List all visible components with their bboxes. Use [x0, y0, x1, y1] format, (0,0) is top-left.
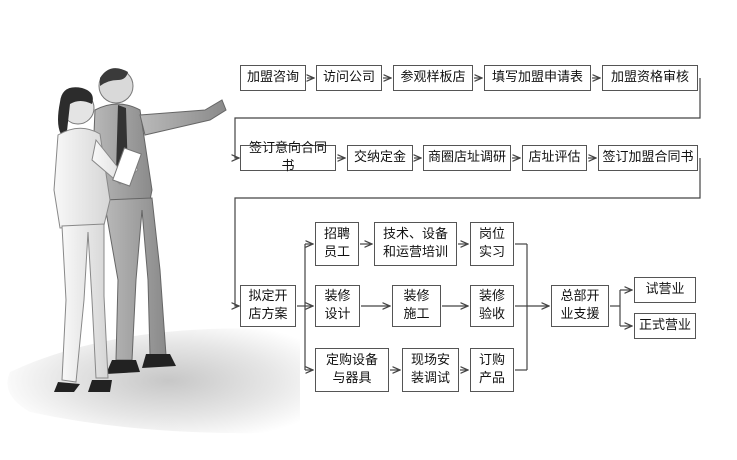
step-qualification-review: 加盟资格审核	[602, 65, 698, 91]
floor-shadow	[7, 328, 300, 434]
step-order-equipment: 定购设备 与器具	[315, 348, 389, 392]
step-recruit-staff: 招聘 员工	[315, 222, 359, 266]
step-formal-operation: 正式营业	[634, 313, 696, 339]
step-decoration-build: 装修 施工	[392, 285, 441, 327]
step-hq-opening-support: 总部开 业支援	[551, 285, 609, 327]
step-trial-operation: 试营业	[634, 277, 696, 303]
step-site-evaluation: 店址评估	[522, 145, 587, 171]
step-visit-company: 访问公司	[316, 65, 382, 91]
step-sign-intent-contract: 签订意向合同书	[240, 141, 336, 174]
step-training: 技术、设备 和运营培训	[374, 222, 457, 266]
step-sign-franchise-contract: 签订加盟合同书	[598, 145, 698, 171]
woman-figure	[53, 87, 142, 392]
step-visit-model-store: 参观样板店	[393, 65, 473, 91]
step-site-survey: 商圈店址调研	[423, 145, 511, 171]
step-fill-application: 填写加盟申请表	[484, 65, 591, 91]
step-join-inquiry: 加盟咨询	[240, 65, 306, 91]
step-internship: 岗位 实习	[470, 222, 514, 266]
step-store-plan: 拟定开 店方案	[240, 285, 296, 327]
step-decoration-design: 装修 设计	[315, 285, 360, 327]
step-pay-deposit: 交纳定金	[347, 145, 413, 171]
step-order-products: 订购 产品	[470, 348, 514, 392]
step-install-debug: 现场安 装调试	[402, 348, 459, 392]
step-decoration-acceptance: 装修 验收	[470, 285, 514, 327]
